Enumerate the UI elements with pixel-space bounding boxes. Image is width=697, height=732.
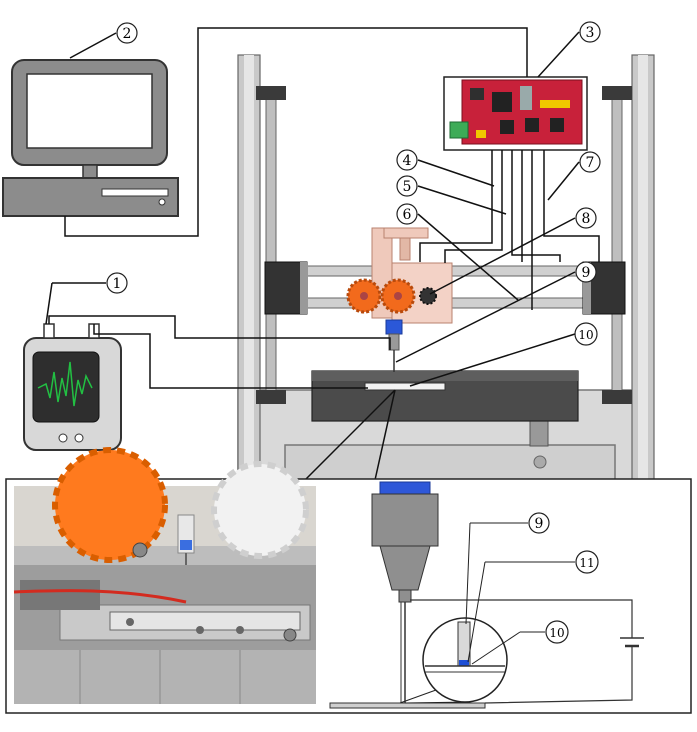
callout-6-text: 6 bbox=[403, 207, 412, 223]
callout-1: 1 bbox=[106, 272, 128, 294]
nozzle-schematic bbox=[329, 481, 644, 709]
oscilloscope-icon bbox=[23, 323, 122, 451]
desktop-computer-icon bbox=[2, 59, 179, 217]
callout-3-text: 3 bbox=[586, 25, 595, 41]
setup-photo bbox=[13, 447, 316, 704]
callout-9-inset: 9 bbox=[528, 512, 550, 534]
callout-10: 10 bbox=[574, 322, 598, 346]
callout-5: 5 bbox=[396, 175, 418, 197]
callout-6: 6 bbox=[396, 203, 418, 225]
callout-2-text: 2 bbox=[123, 26, 132, 42]
callout-11: 11 bbox=[575, 550, 599, 574]
callout-5-text: 5 bbox=[403, 179, 412, 195]
callout-4-text: 4 bbox=[403, 153, 412, 169]
print-head-carriage bbox=[346, 227, 453, 372]
callout-10b-text: 10 bbox=[549, 626, 564, 640]
connection-wires bbox=[45, 27, 600, 481]
callout-11-text: 11 bbox=[579, 556, 594, 570]
callout-1-text: 1 bbox=[113, 276, 122, 292]
print-bed bbox=[311, 370, 579, 422]
callout-10-text: 10 bbox=[578, 328, 593, 342]
callout-9b-text: 9 bbox=[535, 516, 544, 532]
callout-9: 9 bbox=[575, 261, 597, 283]
control-board bbox=[443, 76, 588, 151]
callout-labels: 1 2 3 4 5 6 7 8 bbox=[106, 21, 601, 644]
callout-2: 2 bbox=[116, 22, 138, 44]
callout-3: 3 bbox=[579, 21, 601, 43]
callout-7-text: 7 bbox=[586, 155, 595, 171]
callout-10-inset: 10 bbox=[545, 620, 569, 644]
callout-9-text: 9 bbox=[582, 265, 591, 281]
callout-7: 7 bbox=[579, 151, 601, 173]
callout-8-text: 8 bbox=[582, 211, 591, 227]
callout-4: 4 bbox=[396, 149, 418, 171]
callout-8: 8 bbox=[575, 207, 597, 229]
